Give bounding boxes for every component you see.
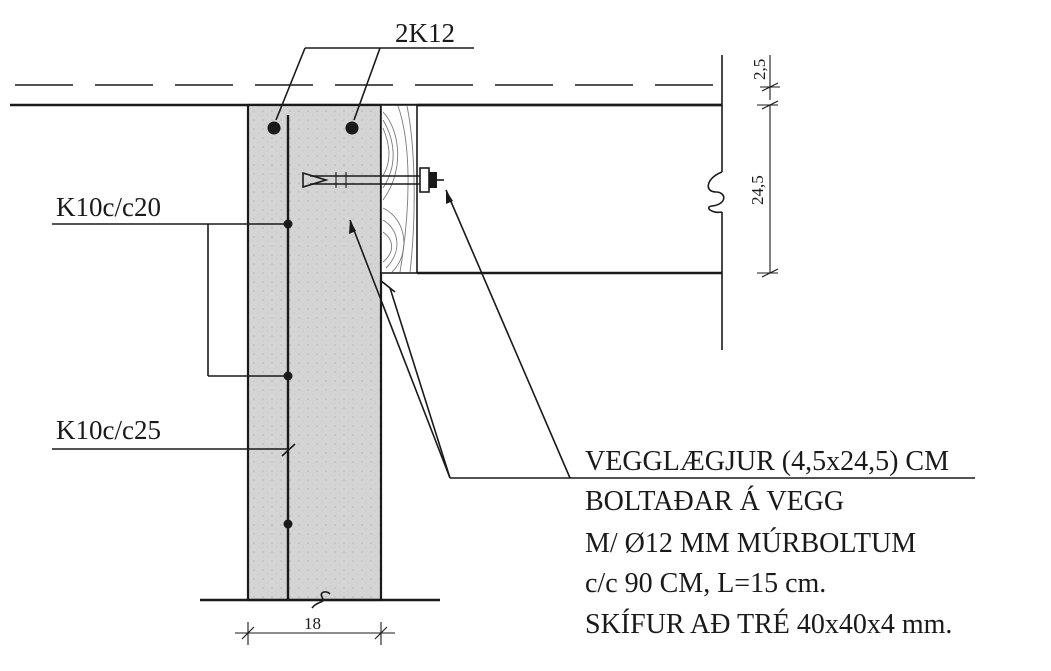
- leader-lines: [52, 47, 975, 479]
- note-line-2: BOLTAÐAR Á VEGG: [585, 486, 844, 517]
- label-wall-thickness: 18: [304, 614, 321, 633]
- label-stirrup-lower: K10c/c25: [56, 415, 161, 445]
- note-line-3: M/ Ø12 MM MÚRBOLTUM: [585, 528, 916, 559]
- wood-ledger: [380, 104, 418, 274]
- top-rebar-left: [267, 121, 281, 135]
- anchor-bolt: [302, 167, 444, 193]
- joist-break-symbol: [707, 171, 725, 214]
- break-symbol: [311, 591, 331, 609]
- label-stirrup-upper: K10c/c20: [56, 192, 161, 222]
- dimension-chain: [757, 55, 780, 278]
- top-rebar-right: [345, 121, 359, 135]
- note-line-1: VEGGLÆGJUR (4,5x24,5) CM: [585, 446, 949, 477]
- concrete-wall: [246, 103, 383, 602]
- label-top-rebar: 2K12: [395, 18, 455, 48]
- note-line-4: c/c 90 CM, L=15 cm.: [585, 568, 826, 599]
- note-line-5: SKÍFUR AÐ TRÉ 40x40x4 mm.: [585, 609, 952, 640]
- wall-thickness-dimension: [235, 622, 395, 645]
- specification-note: VEGGLÆGJUR (4,5x24,5) CM BOLTAÐAR Á VEGG…: [585, 446, 952, 640]
- label-dim-beam: 24,5: [748, 175, 767, 205]
- wood-grain: [382, 105, 415, 273]
- label-dim-top: 2,5: [750, 59, 769, 80]
- rebar-dot-3: [283, 519, 293, 529]
- rebar-tick: [281, 443, 296, 457]
